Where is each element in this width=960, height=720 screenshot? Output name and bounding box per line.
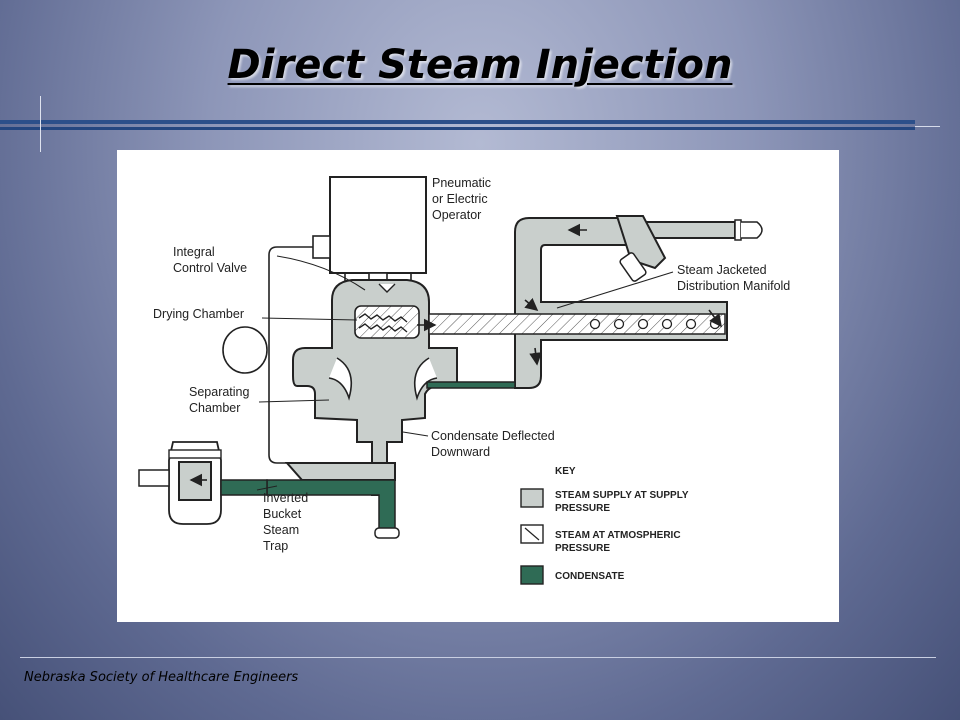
drying-chamber — [354, 305, 420, 339]
key-swatch-condensate — [520, 565, 544, 585]
footer-text: Nebraska Society of Healthcare Engineers — [24, 670, 299, 685]
svg-text:PRESSURE: PRESSURE — [555, 543, 610, 554]
svg-text:Steam: Steam — [263, 523, 299, 537]
key-condensate: CONDENSATE — [555, 571, 625, 582]
label-control-valve: Integral — [173, 245, 215, 259]
baffle-left — [328, 357, 353, 401]
pilot-tubing — [268, 246, 313, 464]
strainer-icon — [615, 215, 667, 270]
operator-box — [312, 176, 427, 290]
pressure-gauge-icon — [222, 326, 268, 374]
steam-injection-diagram: Pneumatic or Electric Operator Integral … — [117, 150, 839, 622]
diagram-svg: Pneumatic or Electric Operator Integral … — [138, 176, 790, 585]
svg-text:Trap: Trap — [263, 539, 288, 553]
svg-text:Operator: Operator — [432, 208, 481, 222]
label-steam-trap: Inverted — [263, 491, 308, 505]
title-rule-tick — [40, 96, 41, 152]
svg-text:Distribution Manifold: Distribution Manifold — [677, 279, 790, 293]
bucket-steam-trap-icon — [138, 441, 268, 525]
label-condensate-deflected: Condensate Deflected — [431, 429, 555, 443]
title-rule-tail — [915, 126, 940, 127]
svg-text:Bucket: Bucket — [263, 507, 302, 521]
title-rule-secondary — [0, 127, 915, 130]
key-steam-supply: STEAM SUPPLY AT SUPPLY — [555, 490, 689, 501]
svg-text:or Electric: or Electric — [432, 192, 488, 206]
label-operator: Pneumatic — [432, 176, 491, 190]
label-drying-chamber: Drying Chamber — [153, 307, 244, 321]
title-rule — [0, 120, 915, 124]
manifold-condensate — [426, 381, 516, 389]
key-atmospheric: STEAM AT ATMOSPHERIC — [555, 530, 681, 541]
manifold-inner-tube — [428, 313, 726, 335]
label-separating-chamber: Separating — [189, 385, 250, 399]
svg-text:Control Valve: Control Valve — [173, 261, 247, 275]
footer-rule — [20, 657, 936, 658]
svg-text:Downward: Downward — [431, 445, 490, 459]
baffle-right — [413, 357, 438, 401]
slide-title: Direct Steam Injection — [227, 42, 733, 88]
diagram-key: KEY STEAM SUPPLY AT SUPPLY PRESSURE STEA… — [520, 466, 689, 585]
svg-text:PRESSURE: PRESSURE — [555, 503, 610, 514]
key-swatch-steam-supply — [520, 488, 544, 508]
leader-lines — [256, 255, 674, 491]
svg-text:Chamber: Chamber — [189, 401, 240, 415]
label-manifold: Steam Jacketed — [677, 263, 767, 277]
distribution-manifold — [514, 217, 728, 389]
key-title: KEY — [555, 466, 576, 477]
